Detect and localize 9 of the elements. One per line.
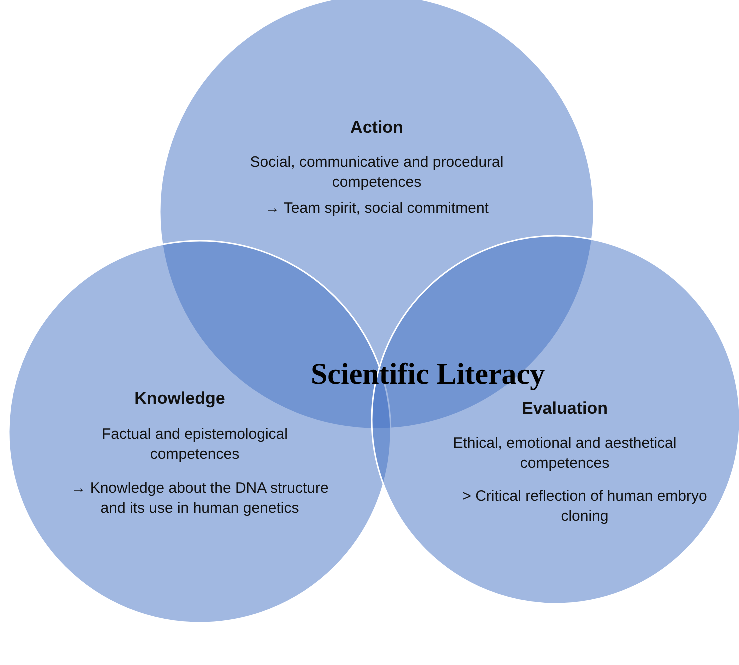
competence-text: Factual and epistemological competences [101,425,289,465]
example-text: → Knowledge about the DNA structure and its use in human genetics [70,479,330,519]
example-text: → Team spirit, social commitment [264,199,490,219]
category-heading: Knowledge [134,389,226,409]
example-text: > Critical reflection of human embryo cloning [462,487,708,527]
category-heading: Evaluation [521,399,609,419]
category-heading: Action [350,118,404,138]
competence-text: Social, communicative and procedural competences [249,153,505,193]
competence-text: Ethical, emotional and aesthetical competences [452,434,678,474]
